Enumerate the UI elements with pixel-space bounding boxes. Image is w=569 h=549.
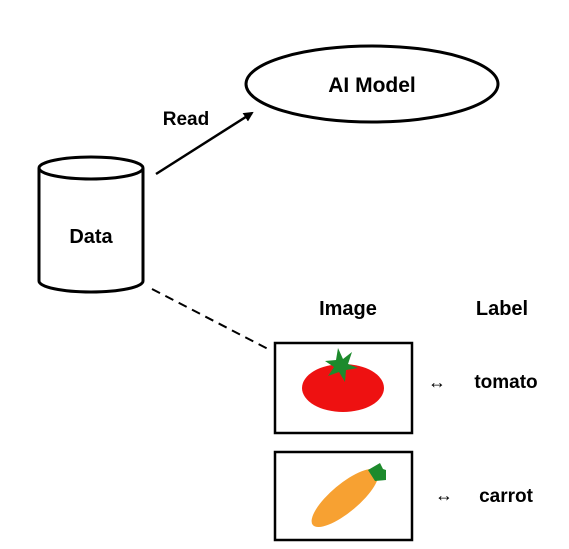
ai-model-label: AI Model [328, 74, 416, 97]
cylinder-body [37, 168, 145, 294]
cylinder-top [37, 155, 145, 181]
image-column-header: Image [319, 298, 377, 320]
tomato-icon [302, 348, 384, 412]
ai-model-node: AI Model [244, 44, 500, 124]
ai-model-ellipse [244, 44, 500, 124]
tomato-pair-arrow: ↔ [428, 372, 446, 392]
read-edge: Read [155, 109, 254, 176]
tomato-label: tomato [474, 372, 537, 393]
dataset-row-tomato: ↔ tomato [273, 341, 538, 435]
read-label: Read [163, 109, 209, 130]
data-label: Data [69, 226, 113, 248]
dataset-connector [151, 288, 271, 351]
carrot-icon [311, 463, 386, 528]
label-column-header: Label [476, 298, 528, 320]
data-cylinder: Data [37, 155, 145, 294]
read-arrow [155, 111, 254, 176]
carrot-pair-arrow: ↔ [435, 485, 453, 505]
carrot-label: carrot [479, 486, 534, 507]
dataset-row-carrot: ↔ carrot [273, 450, 534, 542]
